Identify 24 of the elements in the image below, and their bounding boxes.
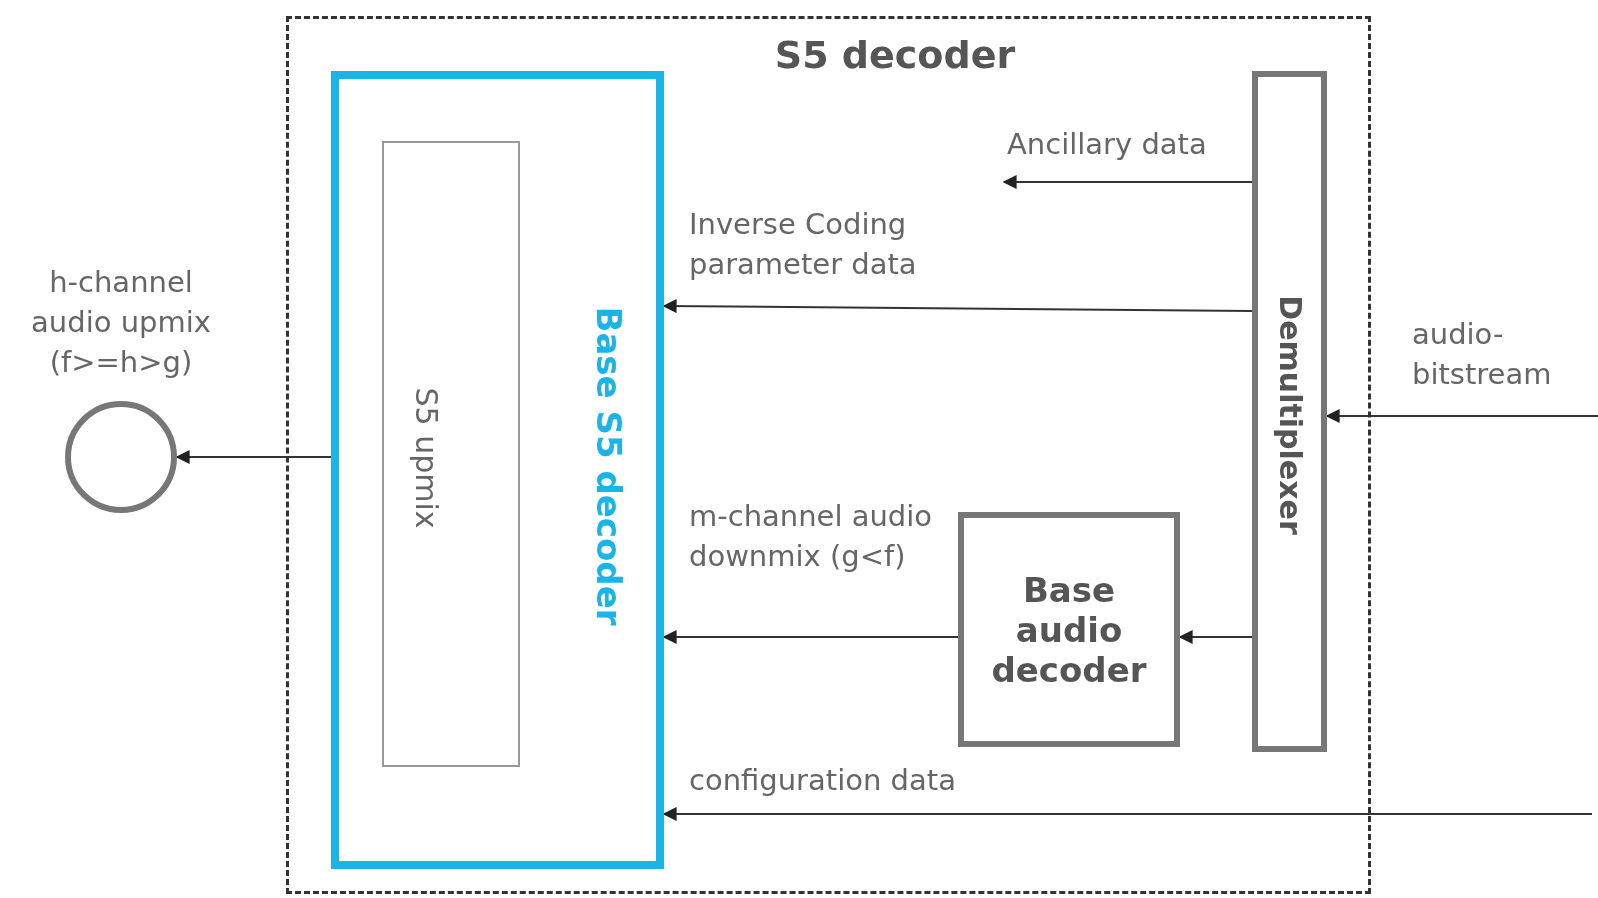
block-label: Base S5 decoder [589,306,629,626]
dashed-container [286,16,1371,894]
block-label: Demultiplexer [1272,295,1308,535]
arrow [1178,630,1253,644]
edge-label: configuration data [689,762,957,799]
output-label: h-channel audio upmix (f>=h>g) [30,264,212,382]
process-box [382,141,520,767]
decoder-box [958,512,1180,747]
block-label: S5 upmix [408,387,444,529]
demultiplexer-box [1252,71,1327,752]
edge-label: Inverse Coding parameter data [689,206,918,283]
arrow [175,450,332,464]
arrow [1325,409,1598,423]
arrow [1002,175,1253,189]
decoder-block [331,71,664,869]
edge-label: audio-bitstream [1412,316,1553,393]
title: S5 decoder [774,33,1016,77]
arrow [662,630,959,644]
arrow [662,807,1593,821]
block-label: Base audio decoder [990,569,1148,691]
arrow [662,299,1253,314]
output-circle [65,401,177,513]
edge-label: Ancillary data [1007,126,1208,163]
edge-label: m-channel audio downmix (g<f) [689,498,934,575]
